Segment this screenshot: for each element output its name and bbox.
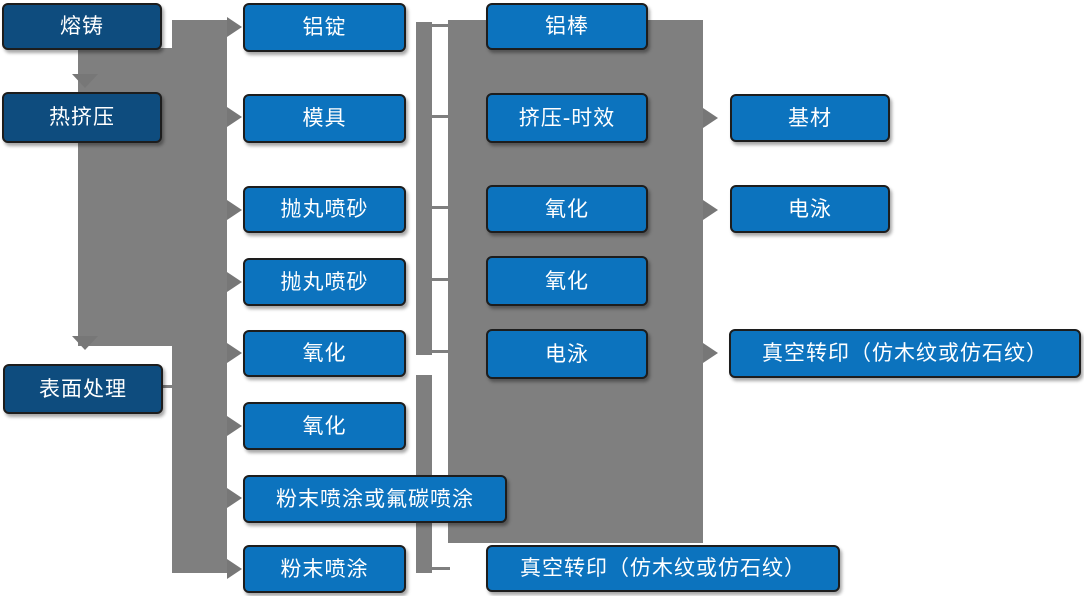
tick-row-blasting-1 xyxy=(429,206,450,209)
node-electrophoresis-b: 电泳 xyxy=(730,185,890,233)
arrow-right-to-mould-icon xyxy=(227,107,242,127)
arrow-right-to-powder-fluorocarbon-icon xyxy=(227,488,242,508)
arrow-right-to-electrophoresis-icon xyxy=(703,200,718,220)
node-shot-blasting-1: 抛丸喷砂 xyxy=(243,186,406,233)
arrow-down-to-hot-extrusion-icon xyxy=(72,74,98,88)
node-base-material: 基材 xyxy=(730,94,890,142)
node-powder-or-fluorocarbon-coating: 粉末喷涂或氟碳喷涂 xyxy=(243,475,507,523)
node-powder-coating: 粉末喷涂 xyxy=(243,545,406,593)
arrow-right-to-oxidation-a-icon xyxy=(227,343,242,363)
arrow-right-to-powder-coating-icon xyxy=(227,559,242,579)
tick-row-mould xyxy=(429,115,450,118)
node-mould: 模具 xyxy=(243,94,406,143)
node-hot-extrusion: 热挤压 xyxy=(2,92,162,143)
connector-mid-bar-lower xyxy=(416,375,432,573)
arrow-right-to-oxidation-b-icon xyxy=(227,416,242,436)
arrow-right-to-vacuum-transfer-icon xyxy=(703,343,718,363)
tick-row-blasting-2 xyxy=(429,278,450,281)
node-aluminum-rod: 铝棒 xyxy=(486,3,648,50)
arrow-right-to-shot-blasting-2-icon xyxy=(227,272,242,292)
node-extrusion-aging: 挤压-时效 xyxy=(486,93,648,143)
node-melting-casting: 熔铸 xyxy=(2,3,162,50)
node-vacuum-transfer-print-right: 真空转印（仿木纹或仿石纹） xyxy=(729,329,1081,378)
arrow-down-to-surface-treatment-icon xyxy=(72,336,98,350)
arrow-right-to-aluminum-ingot-icon xyxy=(227,17,242,37)
tick-row-aluminum xyxy=(429,24,450,27)
node-surface-treatment: 表面处理 xyxy=(3,364,163,414)
arrow-right-to-base-material-icon xyxy=(703,108,718,128)
node-aluminum-ingot: 铝锭 xyxy=(243,3,406,52)
arrow-right-to-shot-blasting-1-icon xyxy=(227,200,242,220)
node-oxidation-d: 氧化 xyxy=(486,256,648,306)
tick-row-powder-coating xyxy=(429,567,450,570)
node-oxidation-c: 氧化 xyxy=(486,185,648,233)
node-oxidation-a: 氧化 xyxy=(243,330,406,377)
node-shot-blasting-2: 抛丸喷砂 xyxy=(243,258,406,306)
tick-row-oxidation xyxy=(429,350,450,353)
connector-left-trunk-tall xyxy=(172,20,227,573)
node-vacuum-transfer-print-bottom: 真空转印（仿木纹或仿石纹） xyxy=(486,545,840,592)
node-oxidation-b: 氧化 xyxy=(243,402,406,450)
connector-surface-treatment-link xyxy=(160,385,174,388)
connector-mid-bar-upper xyxy=(416,22,432,355)
node-electrophoresis-a: 电泳 xyxy=(486,329,648,379)
